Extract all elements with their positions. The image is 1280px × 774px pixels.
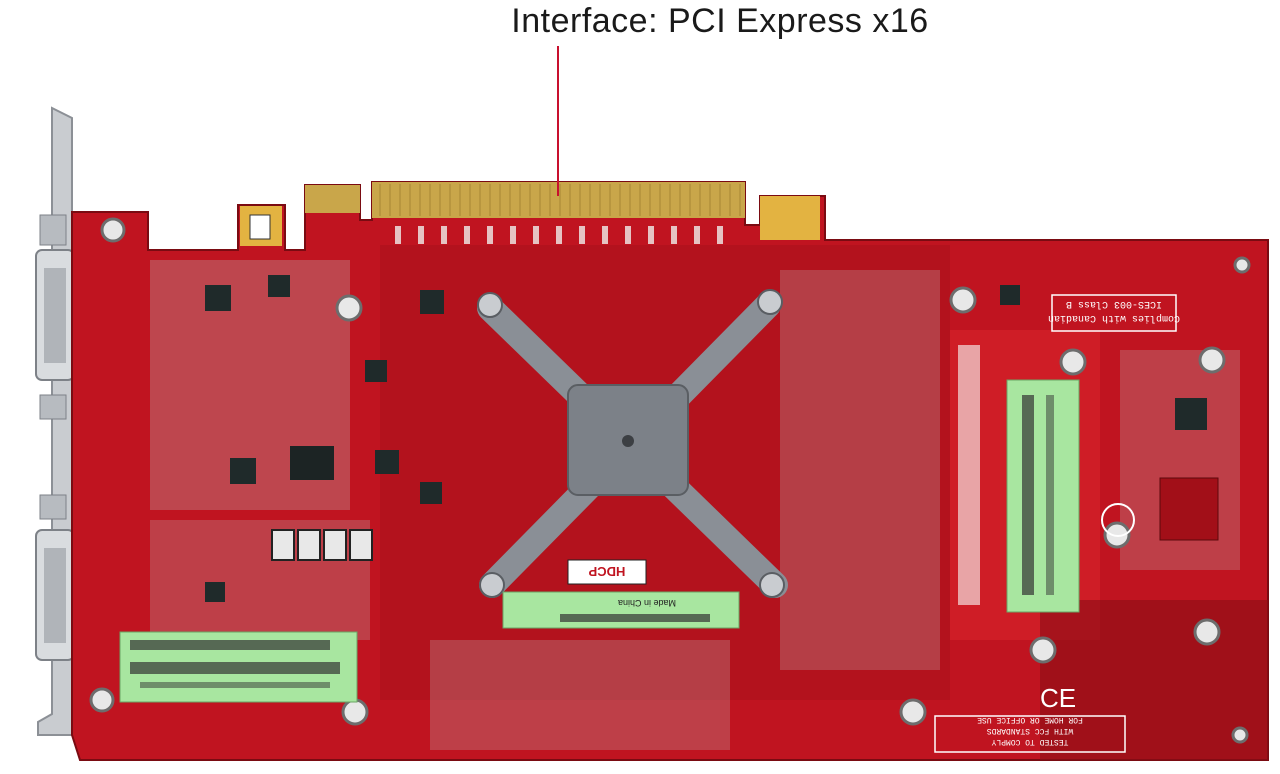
hdcp-text: HDCP <box>588 564 625 579</box>
ce-mark: CE <box>1040 683 1076 713</box>
caption-pointer-line <box>557 46 559 196</box>
contact-pads <box>395 226 723 244</box>
ices-line-2: ICES-003 Class B <box>1066 298 1162 310</box>
made-in-text: Made in China <box>618 598 676 608</box>
fcc-line-2: WITH FCC STANDARDS <box>987 726 1074 735</box>
memory-pads <box>958 345 980 605</box>
serial-sticker-right <box>1006 379 1080 613</box>
pcie-gold-fingers <box>240 182 820 246</box>
ices-compliance-label: Complies with Canadian ICES-003 Class B <box>1048 294 1180 332</box>
certification-mark-icon <box>1101 503 1135 537</box>
gold-finger-stripes <box>379 184 741 216</box>
surface-components <box>150 260 1240 750</box>
fcc-line-3: FOR HOME OR OFFICE USE <box>977 715 1083 724</box>
hdcp-logo: HDCP <box>567 559 647 585</box>
serial-sticker-bottom-left <box>119 631 358 703</box>
caption-text: Interface: PCI Express x16 <box>511 2 929 40</box>
mounting-bracket <box>35 106 75 736</box>
heatsink-backplate <box>477 289 788 598</box>
fcc-line-1: TESTED TO COMPLY <box>991 737 1068 746</box>
fcc-compliance-label: TESTED TO COMPLY WITH FCC STANDARDS FOR … <box>934 715 1126 753</box>
serial-sticker-center: Made in China <box>502 591 740 629</box>
ices-line-1: Complies with Canadian <box>1048 312 1180 324</box>
caption: Interface: PCI Express x16 <box>0 0 1280 44</box>
